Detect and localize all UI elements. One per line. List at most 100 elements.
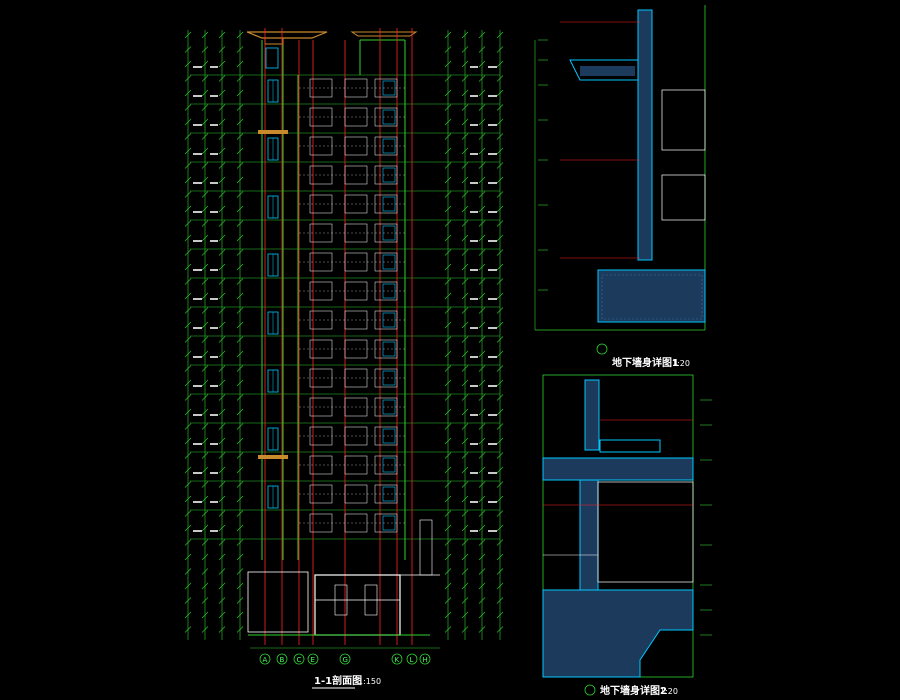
- dim-tick: [478, 394, 486, 401]
- dim-tick: [478, 31, 486, 39]
- dim-text-mark: [210, 414, 218, 416]
- dim-text-mark: [210, 472, 218, 474]
- dim-tick: [496, 75, 504, 82]
- dim-tick: [184, 510, 192, 517]
- dim-tick: [184, 452, 192, 459]
- dim-tick: [184, 336, 192, 343]
- dim-tick: [218, 626, 226, 633]
- dim-tick: [184, 205, 192, 213]
- dim-tick: [478, 234, 486, 242]
- dim-tick: [444, 60, 452, 68]
- dim-tick: [236, 162, 244, 169]
- dim-tick: [236, 568, 244, 575]
- dim-tick: [478, 539, 486, 546]
- dim-tick: [218, 379, 226, 387]
- dim-tick: [461, 263, 469, 271]
- dim-tick: [236, 553, 244, 561]
- axis-label: E: [311, 656, 315, 664]
- detail2-dims: [700, 399, 712, 636]
- dim-tick: [184, 437, 192, 445]
- bay: [374, 194, 398, 214]
- dim-tick: [236, 452, 244, 459]
- dim-tick: [218, 597, 226, 604]
- dim-tick: [218, 321, 226, 329]
- dim-text-mark: [470, 443, 478, 445]
- dim-tick: [478, 379, 486, 387]
- dim-text-mark: [488, 472, 497, 474]
- dim-tick: [496, 249, 504, 256]
- dim-text-mark: [488, 443, 497, 445]
- dim-tick: [496, 220, 504, 227]
- dim-tick: [496, 452, 504, 459]
- dim-tick: [218, 249, 226, 256]
- dim-tick: [184, 234, 192, 242]
- dim-tick: [201, 176, 209, 184]
- dim-tick: [236, 626, 244, 633]
- bay: [374, 339, 398, 359]
- dim-tick: [444, 423, 452, 430]
- dim-text-mark: [210, 124, 218, 126]
- dim-tick: [461, 611, 469, 619]
- dim-text-mark: [193, 182, 202, 184]
- orange-band: [258, 130, 288, 134]
- dim-tick: [236, 539, 244, 546]
- dim-text-mark: [488, 327, 497, 329]
- dim-tick: [461, 234, 469, 242]
- dim-tick: [478, 220, 486, 227]
- dim-tick: [201, 466, 209, 474]
- dim-tick: [236, 524, 244, 532]
- dim-text-mark: [210, 66, 218, 68]
- dim-tick: [184, 611, 192, 619]
- dim-tick: [201, 263, 209, 271]
- dim-tick: [461, 176, 469, 184]
- dim-tick: [478, 133, 486, 140]
- dim-tick: [184, 626, 192, 633]
- dim-tick: [184, 423, 192, 430]
- dim-tick: [184, 321, 192, 329]
- dim-tick: [444, 539, 452, 546]
- dim-text-mark: [210, 327, 218, 329]
- dim-tick: [496, 133, 504, 140]
- detail1-scale: 1:20: [672, 359, 690, 368]
- dim-tick: [218, 452, 226, 459]
- dim-text-mark: [210, 443, 218, 445]
- dim-text-mark: [470, 269, 478, 271]
- dim-tick: [444, 452, 452, 459]
- dim-tick: [201, 118, 209, 126]
- dim-tick: [496, 263, 504, 271]
- dim-tick: [201, 205, 209, 213]
- axis-bubble: [419, 653, 431, 665]
- bay: [374, 252, 398, 272]
- dim-tick: [444, 437, 452, 445]
- dim-tick: [218, 89, 226, 97]
- dim-tick: [184, 539, 192, 546]
- detail1-title: 地下墙身详图1: [612, 356, 679, 369]
- dim-tick: [444, 597, 452, 604]
- dim-tick: [478, 553, 486, 561]
- dim-tick: [461, 220, 469, 227]
- dim-tick: [496, 46, 504, 53]
- dim-tick: [461, 292, 469, 300]
- dim-tick: [201, 292, 209, 300]
- dim-tick: [218, 365, 226, 372]
- dim-tick: [461, 336, 469, 343]
- dim-tick: [496, 379, 504, 387]
- dim-text-mark: [193, 414, 202, 416]
- dim-tick: [218, 553, 226, 561]
- dim-text-mark: [210, 501, 218, 503]
- dim-tick: [201, 539, 209, 546]
- axis-bubble: [406, 653, 418, 665]
- axis-label: B: [280, 656, 285, 664]
- dim-text-mark: [488, 66, 497, 68]
- dim-tick: [218, 118, 226, 126]
- building-outline: [261, 39, 406, 560]
- dim-tick: [236, 278, 244, 285]
- axis-bubble: [307, 653, 319, 665]
- dim-text-mark: [210, 530, 218, 532]
- dim-text-mark: [488, 356, 497, 358]
- dim-tick: [496, 205, 504, 213]
- dim-text-mark: [488, 269, 497, 271]
- dim-tick: [478, 46, 486, 53]
- dim-tick: [184, 408, 192, 416]
